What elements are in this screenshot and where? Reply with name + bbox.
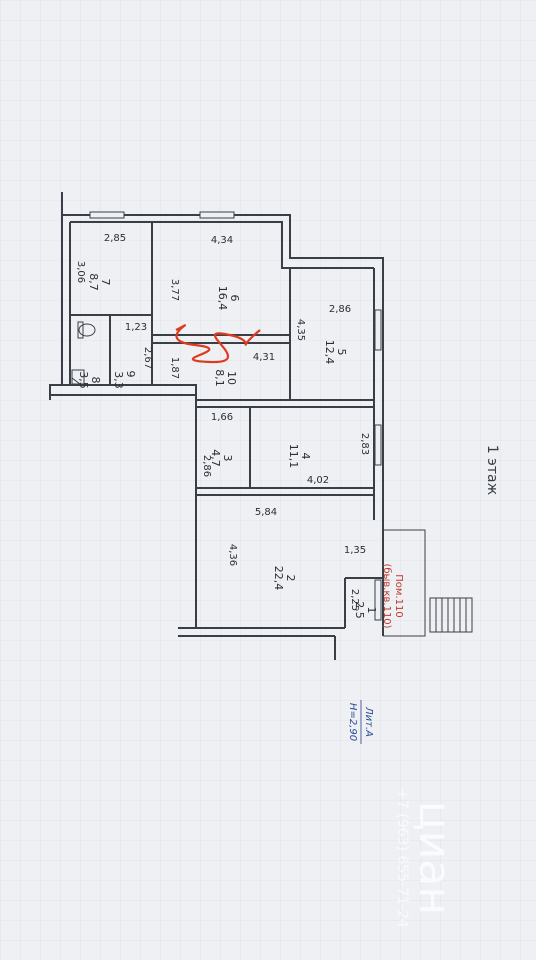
annotation-line-1: Пом.110: [393, 574, 404, 617]
room-10-number: 10: [225, 371, 238, 385]
annotation-line-2: (быв.кв.110): [381, 563, 392, 628]
room-7-area: 8,7: [87, 273, 100, 291]
room-2-area: 22,4: [272, 566, 285, 591]
room-3-dim-b: 2,86: [201, 455, 212, 477]
watermark: циан +7 (963) 655-71-24: [394, 788, 460, 928]
bathroom-fixtures: [71, 321, 96, 385]
room-9-area: 3,3: [112, 371, 125, 389]
room-4-number: 4: [299, 453, 312, 460]
room-4-dim-a: 2,83: [359, 433, 370, 455]
room-9-dim-a: 1,23: [125, 322, 147, 333]
room-1-dim-b: 2,25: [349, 589, 360, 611]
watermark-phone: +7 (963) 655-71-24: [394, 788, 410, 928]
height-label: Н=2,90: [347, 703, 358, 741]
room-10-dim-b: 1,87: [169, 357, 180, 379]
room-4-dim-b: 4,02: [307, 475, 329, 486]
room-5-area: 12,4: [323, 340, 336, 365]
windows: [89, 211, 382, 621]
room-5-dim-a: 2,86: [329, 304, 351, 315]
room-8-number: 8: [89, 377, 102, 384]
room-2-number: 2: [284, 575, 297, 582]
room-9-number: 9: [124, 371, 137, 378]
room-6-dim-b: 3,77: [169, 279, 180, 301]
room-7-dim-a: 2,85: [104, 233, 126, 244]
room-5-number: 5: [335, 349, 348, 356]
room-10-area: 8,1: [213, 369, 226, 387]
room-3-area: 4,7: [209, 449, 222, 467]
room-2-dim-a: 5,84: [255, 507, 277, 518]
lit-label: Лит.А: [363, 706, 374, 737]
room-9-dim-b: 2,67: [142, 347, 153, 369]
room-1-dim-a: 1,35: [344, 545, 366, 556]
room-3-number: 3: [221, 455, 234, 462]
room-1-number: 1: [365, 607, 378, 614]
red-squiggle-mark: [175, 324, 261, 364]
watermark-brand: циан: [409, 801, 460, 915]
room-4-area: 11,1: [287, 444, 300, 469]
room-5-dim-b: 4,35: [295, 319, 306, 341]
entrance-stairs: [383, 529, 473, 637]
floor-label: 1 этаж: [484, 445, 500, 496]
room-6-area: 16,4: [216, 286, 229, 311]
room-8-area: 3,5: [77, 371, 90, 389]
room-7-dim-b: 3,06: [75, 261, 86, 283]
room-1-area: 2,5: [353, 601, 366, 619]
room-6-number: 6: [228, 295, 241, 302]
room-10-dim-a: 4,31: [253, 352, 275, 363]
room-6-dim-a: 4,34: [211, 235, 233, 246]
room-7-number: 7: [99, 279, 112, 286]
room-2-dim-b: 4,36: [227, 544, 238, 566]
room-3-dim-a: 1,66: [211, 412, 233, 423]
